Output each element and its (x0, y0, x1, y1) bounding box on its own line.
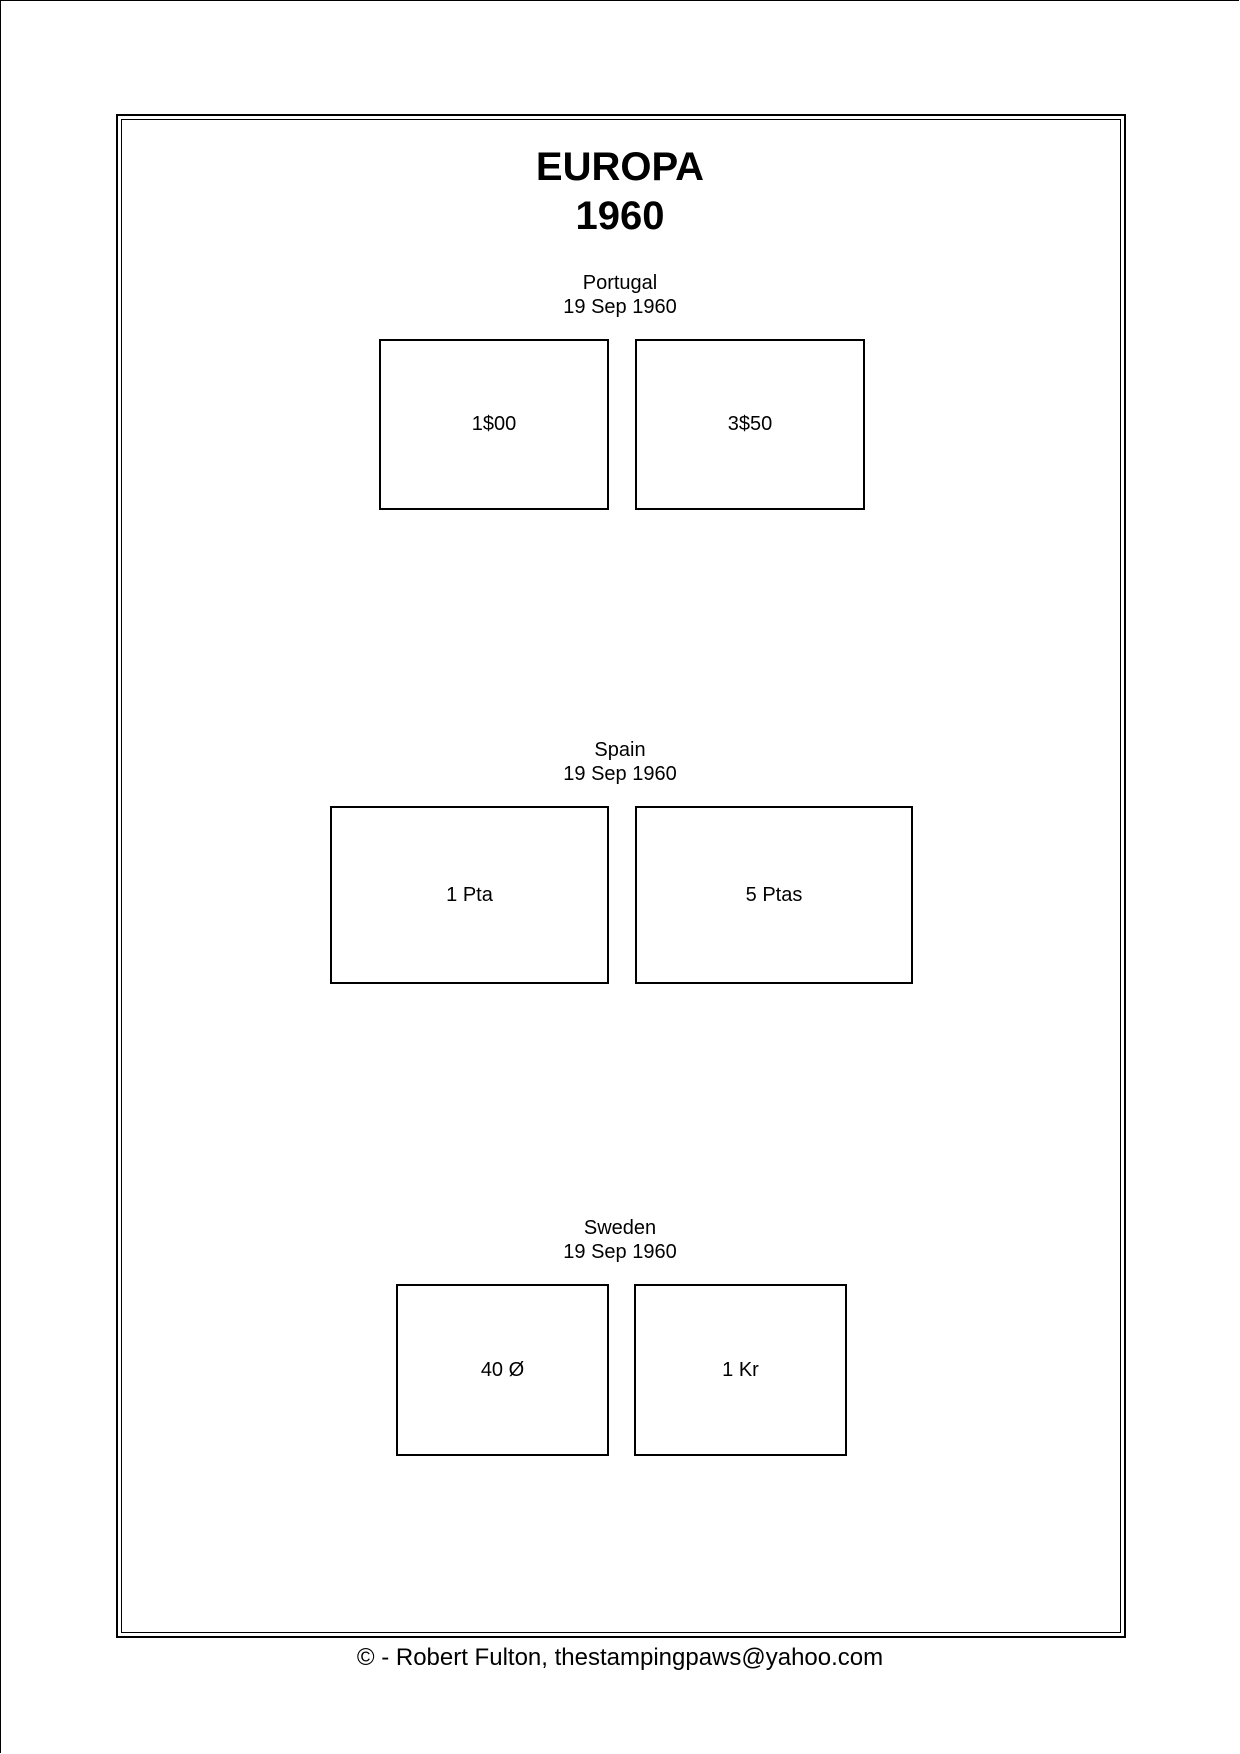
stamp-denomination: 40 Ø (480, 1358, 525, 1381)
page-title: EUROPA (535, 145, 705, 189)
stamp-denomination: 1 Pta (446, 883, 493, 906)
stamp-space-sweden-1: 40 Ø (396, 1284, 609, 1456)
section-sweden-country: Sweden (583, 1217, 657, 1239)
page-border-inner (121, 119, 1121, 1633)
stamp-denomination: 1 Kr (722, 1358, 759, 1381)
stamp-space-portugal-2: 3$50 (635, 339, 865, 510)
stamp-space-spain-2: 5 Ptas (635, 806, 913, 984)
copyright-footer: © - Robert Fulton, thestampingpaws@yahoo… (356, 1644, 884, 1671)
section-spain-date: 19 Sep 1960 (563, 763, 677, 785)
stamp-space-sweden-2: 1 Kr (634, 1284, 847, 1456)
stamp-denomination: 5 Ptas (745, 883, 803, 906)
stamp-denomination: 1$00 (471, 413, 517, 435)
section-portugal-date: 19 Sep 1960 (563, 296, 677, 318)
section-sweden-date: 19 Sep 1960 (563, 1241, 677, 1263)
page-border-outer (116, 114, 1126, 1638)
stamp-space-spain-1: 1 Pta (330, 806, 609, 984)
stamp-space-portugal-1: 1$00 (379, 339, 609, 510)
section-spain-country: Spain (594, 739, 646, 761)
section-portugal-country: Portugal (582, 272, 658, 294)
stamp-denomination: 3$50 (727, 413, 773, 435)
page-year: 1960 (575, 194, 665, 238)
